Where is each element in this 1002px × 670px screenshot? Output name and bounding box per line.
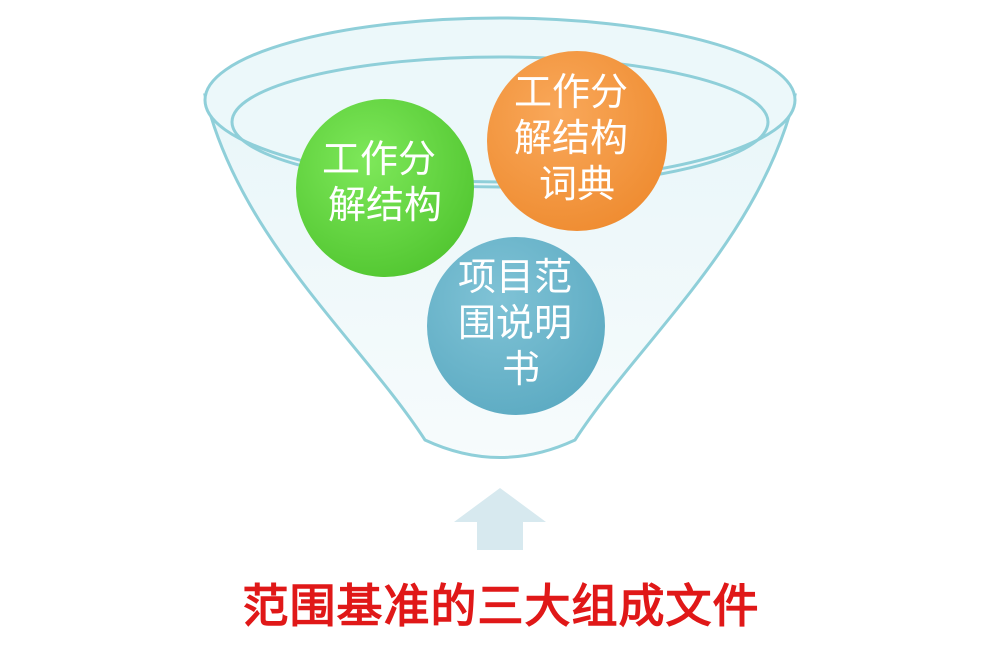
caption-title: 范围基准的三大组成文件 — [242, 579, 760, 633]
circle-wbs-dictionary-line-2: 解结构 — [514, 116, 628, 160]
circle-wbs-dictionary: 工作分 解结构 词典 — [487, 51, 667, 231]
circle-wbs-dictionary-line-1: 工作分 — [514, 70, 628, 114]
circle-scope-statement-line-3: 书 — [502, 347, 540, 391]
circle-scope-statement-line-2: 围说明 — [458, 301, 572, 345]
arrow-up-icon — [454, 488, 546, 550]
svg-text:项目范 围说明 书: 项目范 围说明 书 — [458, 255, 584, 391]
circle-wbs-line-1: 工作分 — [322, 137, 436, 181]
circle-wbs-line-2: 解结构 — [328, 183, 442, 227]
circle-scope-statement-line-1: 项目范 — [458, 255, 572, 299]
svg-text:工作分 解结构 词典: 工作分 解结构 词典 — [514, 70, 640, 206]
circle-wbs: 工作分 解结构 — [296, 99, 474, 277]
circle-scope-statement: 项目范 围说明 书 — [427, 237, 605, 415]
circle-wbs-dictionary-line-3: 词典 — [539, 162, 615, 206]
svg-text:工作分 解结构: 工作分 解结构 — [322, 137, 448, 227]
